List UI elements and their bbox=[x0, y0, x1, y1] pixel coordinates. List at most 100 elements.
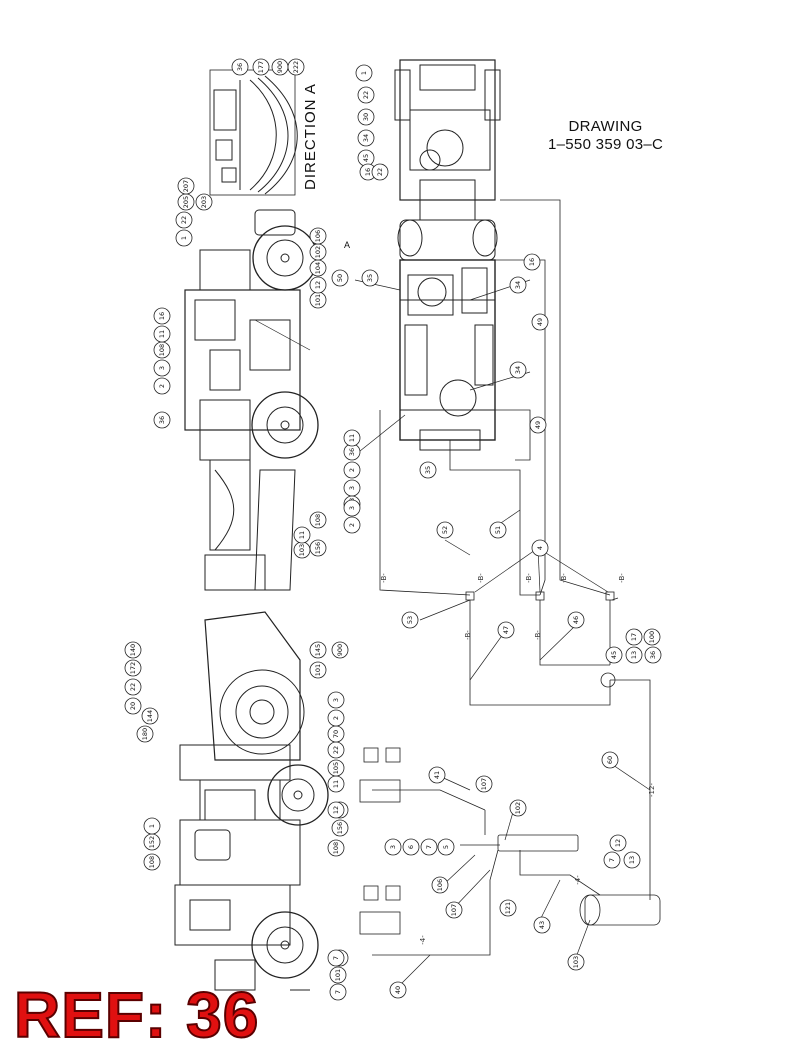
callout-left-vehicle-upper-17: 2 bbox=[343, 516, 361, 534]
svg-text:16: 16 bbox=[528, 258, 536, 266]
callout-hydraulic-25: 43 bbox=[533, 916, 551, 934]
svg-text:7: 7 bbox=[334, 990, 342, 994]
callout-hydraulic-11: 60 bbox=[601, 751, 619, 769]
svg-text:60: 60 bbox=[606, 756, 614, 764]
svg-text:22: 22 bbox=[362, 91, 370, 99]
svg-text:145: 145 bbox=[314, 644, 322, 656]
callout-left-vehicle-upper-19: 11 bbox=[293, 526, 311, 544]
callout-left-vehicle-upper-14: 16 bbox=[153, 307, 171, 325]
callout-top-right-vehicle-2: 30 bbox=[357, 108, 375, 126]
svg-text:17: 17 bbox=[630, 633, 638, 641]
vehicle-side-view-upper bbox=[184, 209, 319, 591]
line-mark-8: -4- bbox=[574, 875, 582, 885]
callout-left-vehicle-lower-12: 22 bbox=[327, 741, 345, 759]
svg-text:16: 16 bbox=[364, 168, 372, 176]
callout-left-vehicle-lower-4: 144 bbox=[141, 707, 159, 725]
line-mark-7: -12- bbox=[648, 783, 656, 797]
svg-text:12: 12 bbox=[614, 839, 622, 847]
svg-text:1: 1 bbox=[360, 71, 368, 75]
svg-text:45: 45 bbox=[610, 651, 618, 659]
svg-text:108: 108 bbox=[148, 856, 156, 868]
svg-text:102: 102 bbox=[514, 802, 522, 814]
svg-text:207: 207 bbox=[182, 180, 190, 192]
callout-hydraulic-23: 107 bbox=[445, 901, 463, 919]
callout-left-vehicle-lower-19: 156 bbox=[331, 819, 349, 837]
callout-top-right-vehicle-3: 34 bbox=[357, 129, 375, 147]
svg-text:12: 12 bbox=[314, 281, 322, 289]
drawing-number: 1–550 359 03–C bbox=[548, 136, 664, 153]
callout-top-right-vehicle-13: 3 bbox=[343, 479, 361, 497]
callout-left-vehicle-lower-14: 2 bbox=[327, 709, 345, 727]
callout-hydraulic-1: 51 bbox=[489, 521, 507, 539]
callout-top-right-vehicle-16: 16 bbox=[523, 253, 541, 271]
callout-top-right-vehicle-19: 50 bbox=[331, 269, 349, 287]
svg-text:107: 107 bbox=[480, 778, 488, 790]
svg-text:3: 3 bbox=[332, 698, 340, 702]
callout-top-right-vehicle-18: 49 bbox=[529, 416, 547, 434]
callout-left-vehicle-upper-16: 3 bbox=[343, 499, 361, 517]
callout-left-vehicle-upper-5: 101 bbox=[309, 291, 327, 309]
callout-left-vehicle-lower-2: 900 bbox=[331, 641, 349, 659]
callout-left-vehicle-upper-3: 207 bbox=[177, 177, 195, 195]
callout-left-vehicle-lower-18: 108 bbox=[327, 839, 345, 857]
callout-top-right-vehicle-6: 22 bbox=[371, 163, 389, 181]
callout-left-vehicle-lower-25: 7 bbox=[327, 949, 345, 967]
callout-top-right-vehicle-0: 1 bbox=[355, 64, 373, 82]
svg-text:22: 22 bbox=[129, 683, 137, 691]
callout-direction-view-1: 177 bbox=[252, 58, 270, 76]
svg-text:36: 36 bbox=[649, 651, 657, 659]
svg-text:30: 30 bbox=[362, 113, 370, 121]
svg-text:152: 152 bbox=[148, 836, 156, 848]
svg-text:40: 40 bbox=[394, 986, 402, 994]
callout-left-vehicle-lower-0: 101 bbox=[309, 661, 327, 679]
callout-hydraulic-27: 40 bbox=[389, 981, 407, 999]
callout-hydraulic-4: 47 bbox=[497, 621, 515, 639]
svg-text:16: 16 bbox=[158, 312, 166, 320]
svg-text:108: 108 bbox=[314, 514, 322, 526]
callout-left-vehicle-upper-21: 156 bbox=[309, 539, 327, 557]
svg-text:5: 5 bbox=[442, 845, 450, 849]
svg-text:1: 1 bbox=[148, 824, 156, 828]
svg-text:2: 2 bbox=[348, 523, 356, 527]
svg-text:108: 108 bbox=[332, 842, 340, 854]
svg-text:50: 50 bbox=[336, 274, 344, 282]
drawing-number-label: DRAWING 1–550 359 03–C bbox=[548, 118, 663, 154]
callout-top-right-vehicle-17: 49 bbox=[531, 313, 549, 331]
svg-text:140: 140 bbox=[129, 644, 137, 656]
callout-hydraulic-14: 13 bbox=[623, 851, 641, 869]
callout-left-vehicle-upper-1: 22 bbox=[175, 211, 193, 229]
svg-text:11: 11 bbox=[332, 780, 340, 788]
callout-left-vehicle-upper-9: 106 bbox=[309, 227, 327, 245]
callout-hydraulic-26: 103 bbox=[567, 953, 585, 971]
callout-left-vehicle-lower-5: 22 bbox=[124, 678, 142, 696]
callout-hydraulic-24: 121 bbox=[499, 899, 517, 917]
svg-text:121: 121 bbox=[504, 902, 512, 914]
drawing-title: DRAWING bbox=[568, 118, 643, 135]
svg-text:36: 36 bbox=[348, 448, 356, 456]
callout-left-vehicle-upper-15: 36 bbox=[153, 411, 171, 429]
svg-text:12: 12 bbox=[332, 806, 340, 814]
svg-text:70: 70 bbox=[332, 730, 340, 738]
svg-text:53: 53 bbox=[406, 616, 414, 624]
line-mark-1: -B- bbox=[477, 573, 485, 583]
svg-text:100: 100 bbox=[648, 631, 656, 643]
svg-text:106: 106 bbox=[436, 879, 444, 891]
svg-text:36: 36 bbox=[158, 416, 166, 424]
callout-hydraulic-7: 13 bbox=[625, 646, 643, 664]
svg-text:900: 900 bbox=[336, 644, 344, 656]
svg-text:4: 4 bbox=[536, 546, 544, 550]
callout-top-right-vehicle-15: 11 bbox=[343, 429, 361, 447]
callout-top-right-vehicle-8: 34 bbox=[509, 276, 527, 294]
callout-hydraulic-10: 100 bbox=[643, 628, 661, 646]
direction-a-view bbox=[209, 69, 298, 196]
vehicle-plan-view bbox=[394, 59, 501, 451]
callout-top-right-vehicle-1: 22 bbox=[357, 86, 375, 104]
svg-text:108: 108 bbox=[158, 344, 166, 356]
svg-text:101: 101 bbox=[334, 969, 342, 981]
svg-text:22: 22 bbox=[180, 216, 188, 224]
svg-text:222: 222 bbox=[292, 61, 300, 73]
svg-text:47: 47 bbox=[502, 626, 510, 634]
callout-left-vehicle-upper-20: 108 bbox=[309, 511, 327, 529]
svg-text:36: 36 bbox=[236, 63, 244, 71]
callout-top-right-vehicle-9: 34 bbox=[509, 361, 527, 379]
